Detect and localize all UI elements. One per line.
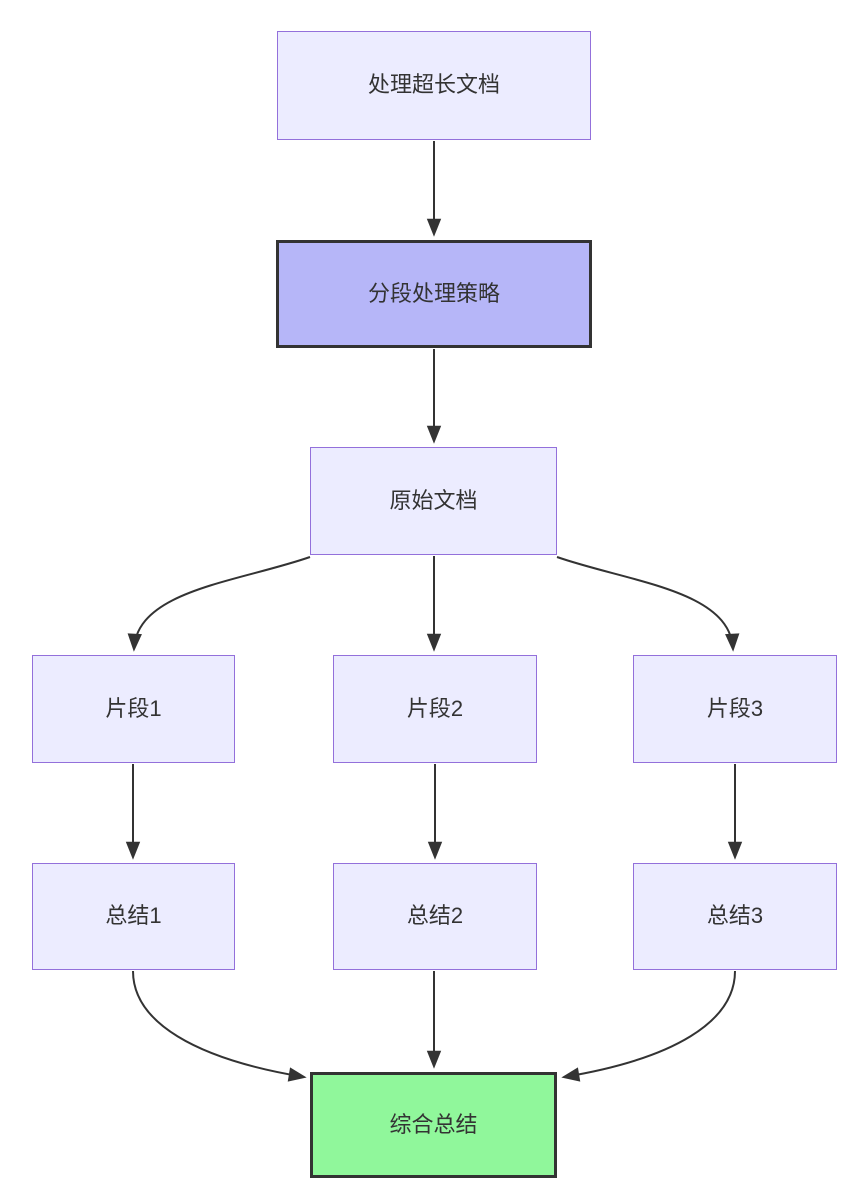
node-fragment-1: 片段1 [32,655,235,763]
edge-c-to-d1 [127,556,311,652]
node-label: 总结1 [105,903,162,929]
edge-s1-to-k [132,970,307,1082]
node-summary-3: 总结3 [633,863,837,970]
node-summary-2: 总结2 [333,863,537,970]
node-label: 综合总结 [389,1111,478,1137]
edge-s3-to-k [561,970,736,1082]
node-label: 分段处理策略 [367,280,500,306]
node-label: 片段1 [105,695,162,721]
node-segmentation-strategy: 分段处理策略 [276,240,592,348]
node-fragment-3: 片段3 [633,655,837,763]
edge-c-to-d3 [556,556,740,652]
node-label: 片段3 [706,695,764,721]
node-label: 总结2 [406,903,464,929]
node-process-long-document: 处理超长文档 [277,31,591,140]
node-summary-1: 总结1 [32,863,235,970]
node-original-document: 原始文档 [310,447,557,555]
node-fragment-2: 片段2 [333,655,537,763]
node-label: 片段2 [406,695,464,721]
node-label: 总结3 [706,903,764,929]
node-label: 原始文档 [389,487,478,513]
node-label: 处理超长文档 [367,72,500,98]
node-combined-summary: 综合总结 [310,1072,557,1178]
